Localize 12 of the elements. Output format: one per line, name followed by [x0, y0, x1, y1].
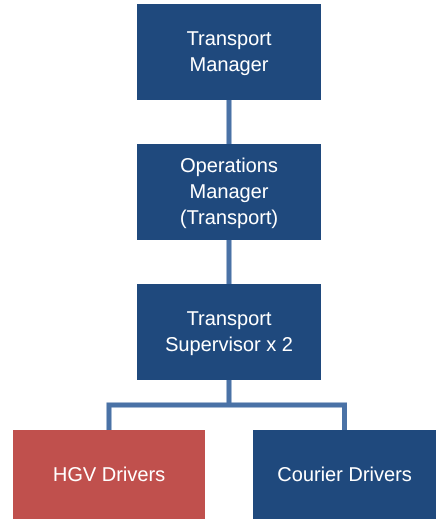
org-box [13, 430, 205, 519]
connector-line [226, 100, 232, 144]
role-title: HGV Drivers [52, 462, 166, 488]
role-title: Operations Manager (Transport) [178, 154, 280, 231]
role-title: Transport Supervisor x 2 [164, 307, 294, 358]
org-box [137, 144, 321, 240]
org-box [137, 4, 321, 100]
org-box [137, 284, 321, 380]
role-title: Courier Drivers [277, 462, 412, 488]
connector-line [226, 240, 232, 284]
org-box [253, 430, 436, 519]
role-title: Transport Manager [186, 27, 272, 78]
